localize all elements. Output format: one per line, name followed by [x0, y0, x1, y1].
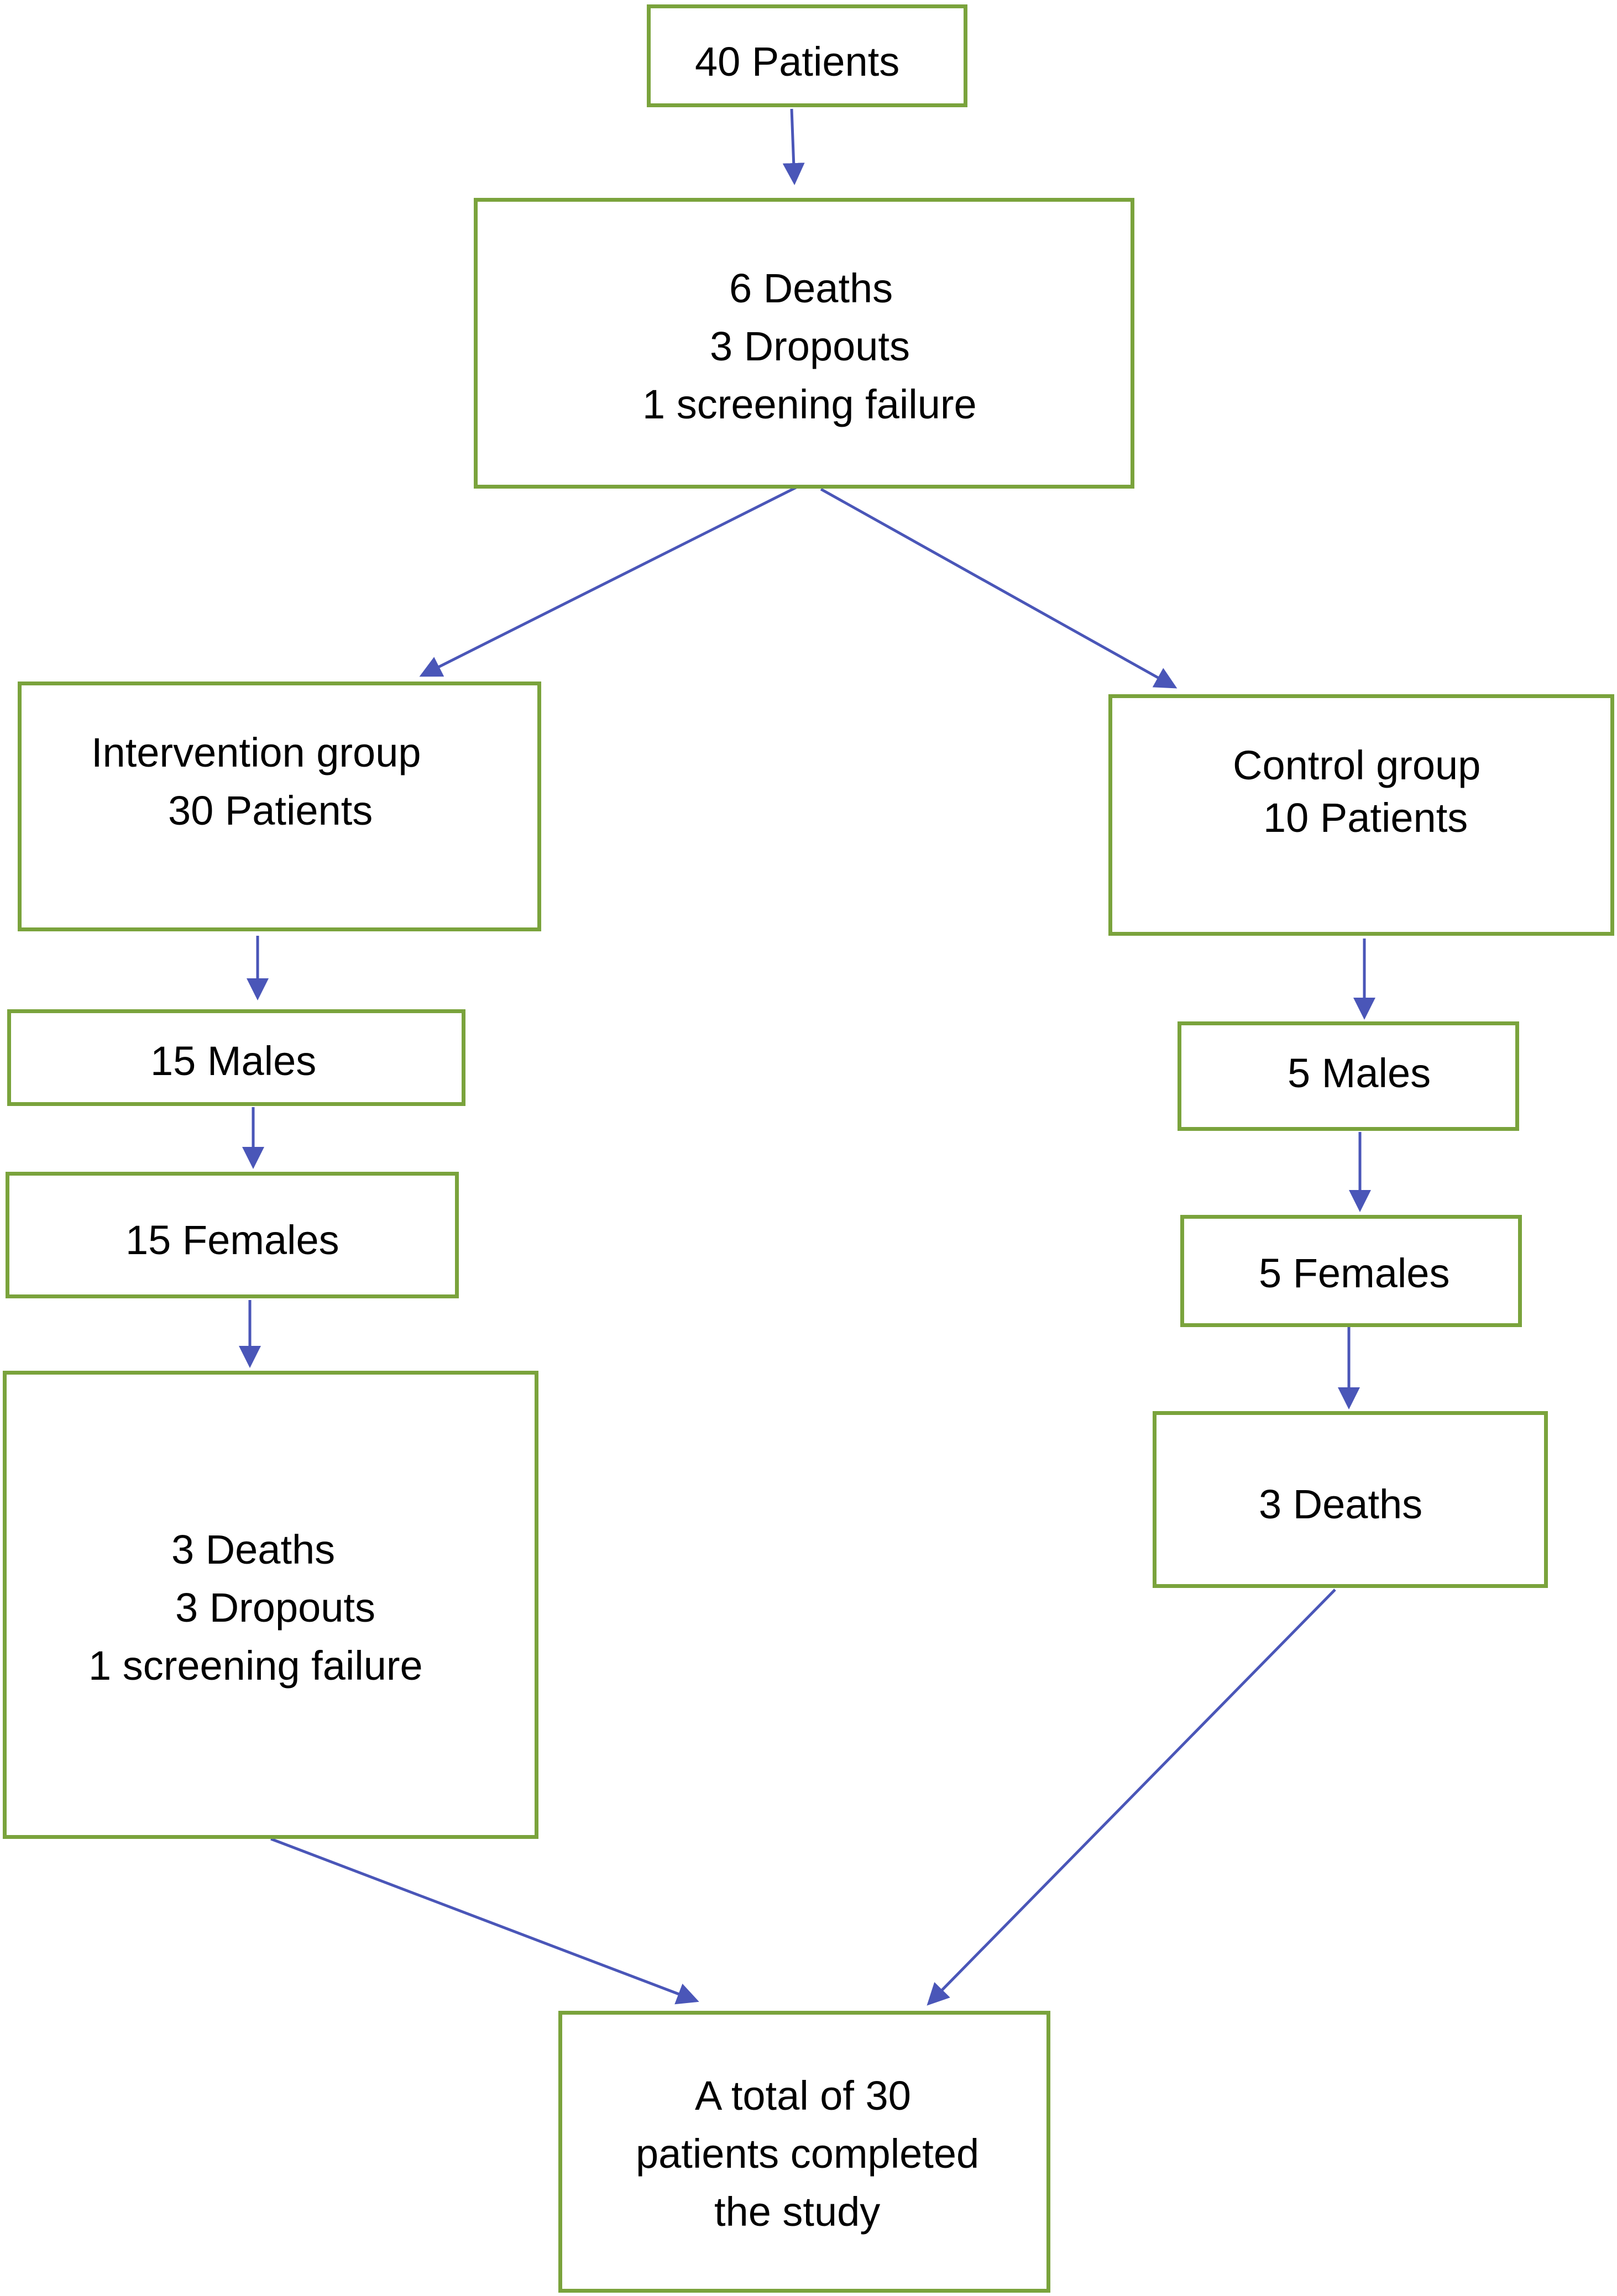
intervention-group-label: Intervention group [91, 730, 421, 775]
arrow-intervention-losses-to-completed [270, 1837, 699, 2005]
intervention-males-box: 15 Males [7, 1009, 465, 1106]
control-females-box: 5 Females [1180, 1215, 1522, 1327]
intervention-males-count: 15 Males [150, 1038, 317, 1084]
intervention-losses-deaths: 3 Deaths [171, 1527, 336, 1572]
intervention-losses-box: 3 Deaths 3 Dropouts 1 screening failure [3, 1371, 538, 1839]
excluded-deaths: 6 Deaths [729, 265, 893, 311]
excluded-screening-failure: 1 screening failure [642, 381, 977, 427]
enrolled-box: 40 Patients [647, 4, 967, 107]
control-males-box: 5 Males [1178, 1021, 1519, 1131]
completed-box: A total of 30 patients completed the stu… [558, 2011, 1050, 2293]
control-group-box: Control group 10 Patients [1108, 694, 1614, 936]
enrolled-count: 40 Patients [695, 39, 900, 85]
intervention-females-count: 15 Females [125, 1217, 339, 1263]
excluded-box: 6 Deaths 3 Dropouts 1 screening failure [474, 198, 1134, 489]
intervention-group-count: 30 Patients [168, 788, 373, 834]
excluded-dropouts: 3 Dropouts [710, 323, 910, 369]
intervention-females-box: 15 Females [6, 1172, 459, 1298]
arrow-control-losses-to-completed [927, 1589, 1336, 2006]
control-males-count: 5 Males [1288, 1050, 1431, 1096]
control-group-label: Control group [1233, 742, 1481, 788]
arrow-excluded-to-intervention [419, 486, 797, 677]
arrow-excluded-to-control [820, 487, 1178, 689]
completed-line-2: patients completed [636, 2131, 980, 2177]
completed-line-3: the study [714, 2189, 881, 2235]
control-losses-deaths: 3 Deaths [1259, 1481, 1423, 1527]
intervention-group-box: Intervention group 30 Patients [18, 682, 541, 931]
arrow-enrolled-to-excluded [782, 108, 805, 185]
control-group-count: 10 Patients [1263, 795, 1468, 841]
intervention-losses-dropouts: 3 Dropouts [175, 1585, 375, 1631]
completed-line-1: A total of 30 [695, 2073, 911, 2119]
control-females-count: 5 Females [1259, 1250, 1450, 1296]
control-losses-box: 3 Deaths [1153, 1411, 1548, 1588]
intervention-losses-screening-failure: 1 screening failure [88, 1643, 423, 1689]
